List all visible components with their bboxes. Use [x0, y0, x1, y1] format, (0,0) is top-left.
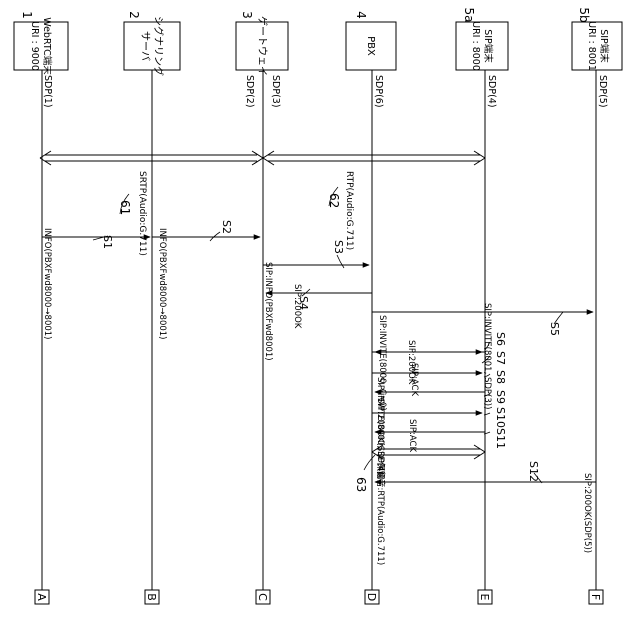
- node-5b-uri: URI : 8001: [586, 21, 597, 71]
- node-box-5b: SIP端末 URI : 8001 5b: [572, 7, 622, 71]
- sdp-label: SDP(1): [42, 75, 53, 108]
- message-S3: SIP:INFO(PBXFwd8001) S3: [263, 240, 369, 361]
- node-1-uri: URI : 9000: [29, 21, 40, 71]
- message-S12-label: SIP:200OK(SDP(5)): [582, 473, 592, 553]
- node-5b-name: SIP端末: [598, 29, 610, 63]
- node-5b-ref: 5b: [577, 7, 591, 22]
- stream-63: 保留音:RTP(Audio:G.711) 63: [354, 445, 485, 565]
- message-S4: SIP:200OK S4: [266, 284, 372, 329]
- stream-61-label: SRTP(Audio:G.711): [137, 171, 147, 256]
- message-S5-label: SIP:INVITE(8001, SDP(3)): [482, 303, 492, 409]
- message-S3-label: SIP:INFO(PBXFwd8001): [263, 262, 273, 361]
- sdp-label: SDP(4): [486, 75, 497, 108]
- node-box-1: WebRTC端末 URI : 9000 1: [14, 11, 68, 75]
- message-S11-step: S11: [494, 428, 507, 449]
- node-4-ref: 4: [354, 11, 368, 19]
- node-box-2: シグナリング サーバ 2: [124, 11, 180, 76]
- node-2-ref: 2: [127, 11, 141, 19]
- lane-label-B: B: [145, 593, 158, 601]
- message-S3-step: S3: [332, 240, 345, 254]
- node-5a-ref: 5a: [462, 8, 476, 23]
- node-box-5a: SIP端末 URI : 8000 5a: [456, 8, 508, 71]
- message-S8-step: S8: [494, 370, 507, 384]
- message-S2: INFO(PBXFwd8000→8001) S2: [152, 220, 260, 339]
- stream-62: RTP(Audio:G.711) 62: [263, 151, 485, 250]
- stream-63-label: 保留音:RTP(Audio:G.711): [375, 462, 386, 565]
- message-S11-label: SIP:ACK: [407, 419, 417, 452]
- lane-label-D: D: [365, 593, 378, 601]
- node-box-4: PBX 4: [346, 11, 396, 70]
- rotated-diagram: WebRTC端末 URI : 9000 1 シグナリング サーバ 2 ゲートウェ…: [14, 7, 622, 604]
- sdp-label: SDP(3): [270, 75, 281, 108]
- node-box-3: ゲートウェイ 3: [236, 11, 288, 76]
- message-S6-step: S6: [494, 332, 507, 346]
- lane-labels: A B C D E F: [35, 590, 603, 604]
- message-S4-step: S4: [297, 296, 310, 310]
- node-5a-uri: URI : 8000: [470, 21, 481, 71]
- node-2-name: シグナリング: [152, 16, 165, 76]
- node-5a-name: SIP端末: [482, 29, 494, 63]
- lane-label-E: E: [478, 594, 491, 601]
- message-S10: SIP:200OK(SDP(4)) S10: [372, 398, 507, 478]
- message-S5: SIP:INVITE(8001, SDP(3)) S5: [372, 303, 593, 409]
- sdp-label: SDP(5): [597, 75, 608, 108]
- lane-label-F: F: [589, 594, 602, 600]
- sdp-label: SDP(2): [244, 75, 255, 108]
- sdp-label: SDP(6): [373, 75, 384, 108]
- message-S1-label: INFO(PBXFwd8000→8001): [42, 228, 52, 339]
- node-3-name: ゲートウェイ: [256, 16, 268, 76]
- node-1-name: WebRTC端末: [41, 17, 53, 75]
- message-S5-step: S5: [548, 322, 561, 336]
- message-S10-step: S10: [494, 407, 507, 428]
- stream-63-ref: 63: [354, 477, 368, 492]
- node-2-name-2: サーバ: [139, 31, 151, 61]
- message-S11: SIP:ACK S11: [375, 419, 507, 452]
- message-S8-label: SIP:ACK: [409, 363, 419, 396]
- message-S7-step: S7: [494, 351, 507, 365]
- node-1-ref: 1: [20, 11, 34, 19]
- node-3-ref: 3: [240, 11, 254, 19]
- stream-62-label: RTP(Audio:G.711): [344, 171, 354, 250]
- lane-label-C: C: [256, 593, 269, 601]
- message-S12-step: S12: [527, 461, 540, 482]
- message-S2-step: S2: [220, 220, 233, 234]
- message-S1: INFO(PBXFwd8000→8001) S1: [42, 228, 150, 339]
- lane-label-A: A: [35, 593, 48, 601]
- message-S9-step: S9: [494, 390, 507, 404]
- sdp-labels: SDP(1) SDP(2) SDP(3) SDP(6) SDP(4) SDP(5…: [42, 75, 608, 108]
- message-S2-label: INFO(PBXFwd8000→8001): [157, 228, 167, 339]
- node-4-name: PBX: [365, 36, 376, 56]
- lifelines: [42, 45, 596, 590]
